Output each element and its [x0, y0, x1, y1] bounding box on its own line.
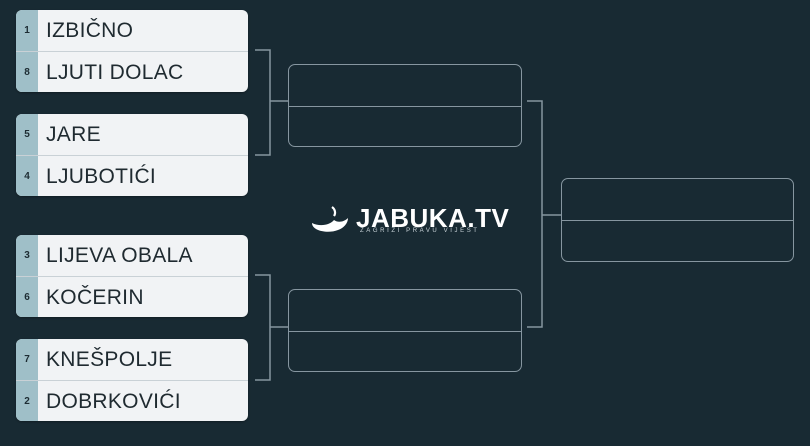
seed-badge: 1 [16, 10, 38, 51]
team-name: DOBRKOVIĆI [46, 389, 181, 413]
team-slot: 7 KNEŠPOLJE [16, 339, 248, 380]
team-name: JARE [46, 122, 101, 146]
team-name: LJUBOTIĆI [46, 164, 157, 188]
match-3: 3 LIJEVA OBALA 6 KOČERIN [16, 235, 248, 317]
seed-badge: 6 [16, 277, 38, 317]
match-4: 7 KNEŠPOLJE 2 DOBRKOVIĆI [16, 339, 248, 421]
semifinal-slot-2 [288, 289, 522, 372]
team-slot: 2 DOBRKOVIĆI [16, 380, 248, 421]
divider [289, 105, 521, 107]
apple-bite-icon [312, 206, 348, 232]
final-slot [561, 178, 794, 262]
team-slot: 4 LJUBOTIĆI [16, 155, 248, 196]
team-slot: 5 JARE [16, 114, 248, 155]
seed-badge: 7 [16, 339, 38, 380]
match-2: 5 JARE 4 LJUBOTIĆI [16, 114, 248, 196]
divider [562, 220, 793, 221]
jabuka-tv-logo: JABUKA.TV ZAGRIZI PRAVU VIJEST [308, 203, 510, 239]
seed-badge: 2 [16, 381, 38, 421]
logo-tagline: ZAGRIZI PRAVU VIJEST [360, 228, 480, 234]
seed-badge: 8 [16, 52, 38, 92]
seed-badge: 3 [16, 235, 38, 276]
semifinal-slot-1 [288, 64, 522, 147]
team-name: KNEŠPOLJE [46, 347, 173, 371]
team-slot: 3 LIJEVA OBALA [16, 235, 248, 276]
team-name: KOČERIN [46, 285, 144, 309]
team-name: IZBIČNO [46, 18, 134, 42]
team-slot: 8 LJUTI DOLAC [16, 51, 248, 92]
connector-line [255, 49, 271, 156]
seed-badge: 4 [16, 156, 38, 196]
team-name: LIJEVA OBALA [46, 243, 193, 267]
team-slot: 1 IZBIČNO [16, 10, 248, 51]
divider [289, 330, 521, 332]
team-slot: 6 KOČERIN [16, 276, 248, 317]
team-name: LJUTI DOLAC [46, 60, 184, 84]
connector-line [527, 100, 543, 328]
match-1: 1 IZBIČNO 8 LJUTI DOLAC [16, 10, 248, 92]
seed-badge: 5 [16, 114, 38, 155]
connector-line [255, 274, 271, 381]
logo-wordmark: JABUKA.TV [356, 203, 510, 233]
